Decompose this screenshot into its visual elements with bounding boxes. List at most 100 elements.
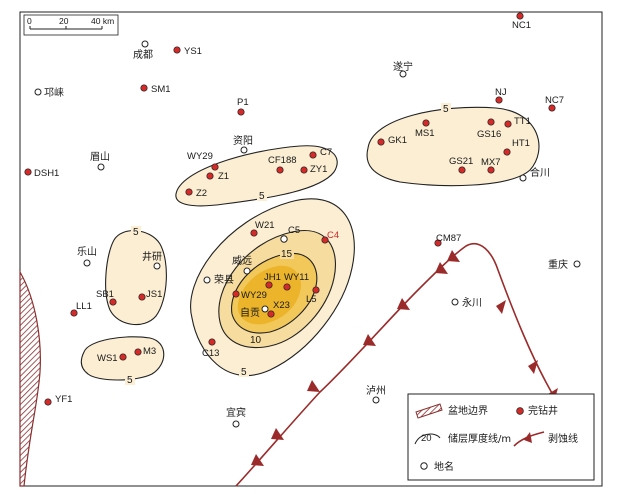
city-weiyuan: 威远 bbox=[232, 254, 252, 267]
well-YS1-label: YS1 bbox=[184, 46, 202, 57]
well-SM1-label: SM1 bbox=[151, 84, 171, 95]
well-C4-marker bbox=[321, 236, 329, 244]
well-C13-label: C13 bbox=[202, 348, 219, 359]
city-suining-marker bbox=[399, 70, 407, 78]
well-M3-label: M3 bbox=[143, 346, 156, 357]
city-qionglai: 邛崃 bbox=[44, 87, 64, 99]
city-markers: 成都 邛崃 遂宁 眉山 资阳 乐山 井研 威远 荣县 自贡 宜宾 泸州 永川 重… bbox=[34, 40, 581, 428]
well-L5-marker bbox=[312, 286, 320, 294]
contour-label-5-central: 5 bbox=[241, 367, 247, 378]
legend-completed-well: 完钻井 bbox=[516, 404, 558, 417]
well-W21-label: W21 bbox=[255, 220, 275, 231]
well-MS1-marker bbox=[422, 119, 430, 127]
well-C4-label: C4 bbox=[327, 230, 339, 241]
well-NJ-marker bbox=[495, 96, 503, 104]
well-MX7-label: MX7 bbox=[481, 157, 501, 168]
contour-zone-weiyuan-zigong bbox=[190, 198, 355, 377]
city-zigong-marker bbox=[261, 305, 269, 313]
contour-label-5-ziyang: 5 bbox=[259, 191, 265, 202]
well-NJ-label: NJ bbox=[495, 87, 507, 98]
well-GS21-label: GS21 bbox=[449, 156, 473, 167]
contour-zone-ziyang bbox=[175, 145, 338, 207]
well-WY11-marker bbox=[283, 283, 291, 291]
well-JS1-label: JS1 bbox=[146, 289, 162, 300]
well-GK1-label: GK1 bbox=[388, 135, 407, 146]
well-TT1-label: TT1 bbox=[514, 116, 531, 127]
city-ziyang: 资阳 bbox=[233, 135, 253, 147]
well-NC7-marker bbox=[548, 104, 556, 112]
city-meishan-marker bbox=[97, 163, 105, 171]
well-P1-label: P1 bbox=[237, 97, 249, 108]
city-yongchuan-marker bbox=[451, 298, 459, 306]
scale-tick-0: 0 bbox=[27, 16, 32, 26]
well-Z1-marker bbox=[206, 172, 214, 180]
well-W21-marker bbox=[250, 229, 258, 237]
contour-labels: 5 5 5 5 15 10 5 bbox=[125, 103, 451, 386]
well-C7-label: C7 bbox=[320, 147, 332, 158]
well-CF188-marker bbox=[276, 166, 284, 174]
well-ZY1-label: ZY1 bbox=[310, 164, 327, 175]
contour-label-5-wushi: 5 bbox=[127, 375, 133, 386]
well-WY29-north-label: WY29 bbox=[187, 151, 213, 162]
well-LL1-marker bbox=[70, 309, 78, 317]
legend-thickness-contour-label: 储层厚度线/m bbox=[448, 432, 511, 445]
city-suining: 遂宁 bbox=[393, 60, 413, 73]
well-CF188-label: CF188 bbox=[268, 155, 297, 166]
city-yibin-marker bbox=[232, 420, 240, 428]
well-DSH1-marker bbox=[24, 168, 32, 176]
well-SM1-marker bbox=[140, 84, 148, 92]
basin-boundary bbox=[19, 269, 41, 487]
well-C7-marker bbox=[309, 151, 317, 159]
well-WY29-south-marker bbox=[232, 290, 240, 298]
well-GK1-marker bbox=[377, 138, 385, 146]
scale-bar: 0 20 40 km bbox=[23, 14, 119, 36]
city-jingyan-marker bbox=[153, 262, 161, 270]
well-P1-marker bbox=[237, 108, 245, 116]
legend-place-name: 地名 bbox=[420, 460, 454, 473]
legend-place-icon bbox=[420, 462, 428, 470]
city-chongqing-marker bbox=[573, 260, 581, 268]
city-yongchuan: 永川 bbox=[462, 296, 482, 309]
legend: 盆地边界 完钻井 20 储层厚度线/m 剥蚀线 地名 bbox=[407, 393, 595, 481]
city-chengdu: 成都 bbox=[133, 49, 153, 61]
contour-label-10: 10 bbox=[250, 335, 262, 346]
well-SB1-label: SB1 bbox=[96, 289, 114, 300]
well-C5-marker bbox=[280, 235, 288, 243]
well-JS1-marker bbox=[138, 293, 146, 301]
well-GS16-marker bbox=[487, 118, 495, 126]
legend-contour-icon bbox=[414, 433, 441, 445]
erosion-line bbox=[235, 243, 591, 487]
legend-erosion-line-label: 剥蚀线 bbox=[548, 432, 578, 445]
legend-completed-well-label: 完钻井 bbox=[528, 404, 558, 417]
well-TT1-marker bbox=[504, 120, 512, 128]
well-markers: NC1 YS1 SM1 P1 NJ NC7 MS1 GK1 GS16 TT1 H… bbox=[24, 12, 564, 406]
well-NC1-marker bbox=[516, 12, 524, 20]
legend-place-name-label: 地名 bbox=[434, 460, 454, 473]
well-YF1-label: YF1 bbox=[55, 394, 72, 405]
well-CM87-marker bbox=[434, 239, 442, 247]
city-ziyang-marker bbox=[240, 146, 248, 154]
well-ZY1-marker bbox=[300, 166, 308, 174]
well-MS1-label: MS1 bbox=[415, 128, 435, 139]
well-WY11-label: WY11 bbox=[284, 272, 309, 283]
city-qionglai-marker bbox=[34, 88, 42, 96]
contour-label-15: 15 bbox=[281, 249, 293, 260]
well-MX7-marker bbox=[487, 166, 495, 174]
well-HT1-label: HT1 bbox=[512, 138, 530, 149]
contour-zone-jingyan bbox=[105, 230, 167, 326]
well-X23-label: X23 bbox=[273, 300, 290, 311]
well-WS1-marker bbox=[119, 353, 127, 361]
city-chengdu-marker bbox=[141, 40, 149, 48]
city-zigong: 自贡 bbox=[240, 306, 260, 319]
city-luzhou: 泸州 bbox=[366, 385, 386, 397]
well-WS1-label: WS1 bbox=[97, 353, 118, 364]
city-hechuan: 合川 bbox=[530, 166, 550, 179]
contour-label-5-ne: 5 bbox=[443, 104, 449, 115]
well-GS16-label: GS16 bbox=[477, 129, 501, 140]
well-WY29-south-label: WY29 bbox=[241, 290, 267, 301]
well-YS1-marker bbox=[173, 46, 181, 54]
contour-label-5-jingyan: 5 bbox=[133, 227, 139, 238]
legend-basin-boundary-label: 盆地边界 bbox=[448, 404, 488, 417]
well-Z2-marker bbox=[185, 188, 193, 196]
